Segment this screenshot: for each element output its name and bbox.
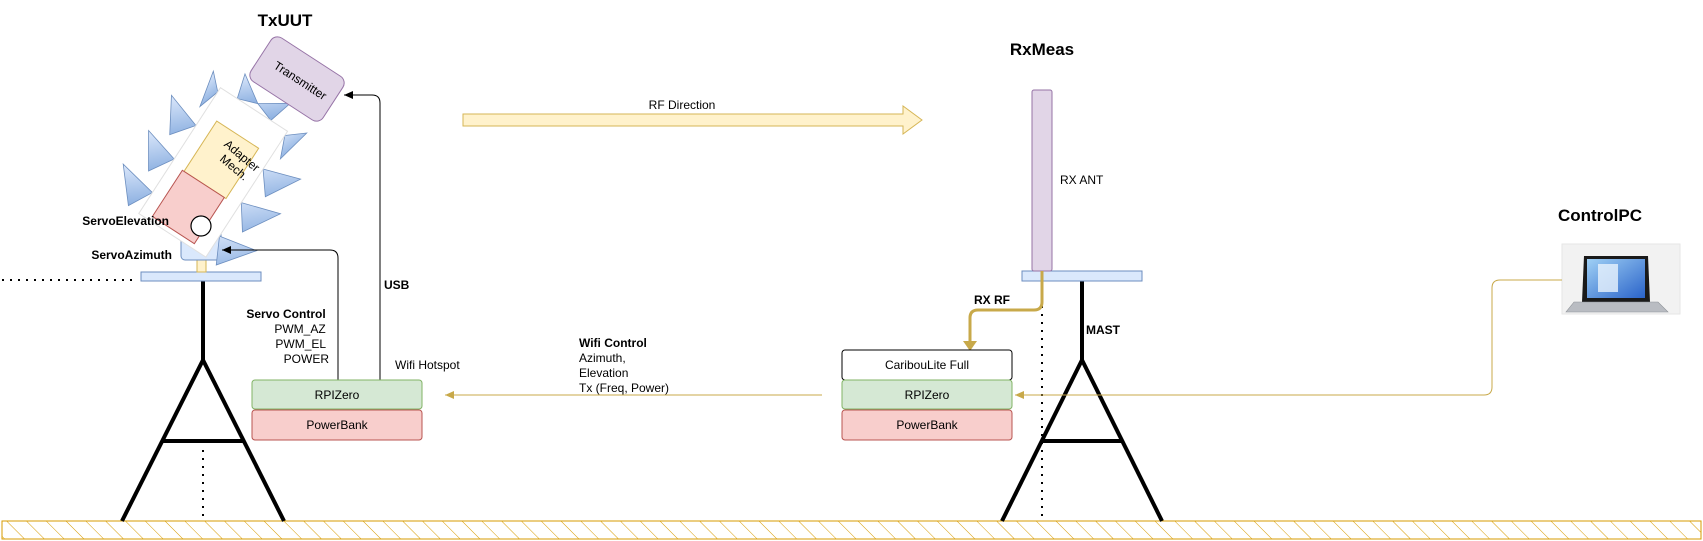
tx-powerbank-label: PowerBank bbox=[306, 418, 368, 432]
rx-antenna bbox=[1031, 89, 1053, 272]
rx-rf-label: RX RF bbox=[974, 293, 1010, 307]
rx-rf-cable bbox=[968, 271, 1044, 345]
azimuth-neck bbox=[196, 259, 207, 273]
tx-rpizero-box bbox=[251, 379, 423, 410]
transmitter-box bbox=[249, 36, 345, 122]
control-pc-line bbox=[1015, 279, 1562, 399]
tx-powerbank-box bbox=[251, 409, 423, 441]
rf-direction-arrow bbox=[462, 105, 923, 135]
tx-tripod bbox=[120, 280, 286, 522]
rx-rpizero-box bbox=[841, 379, 1013, 410]
wifi-control-label: Wifi Control Azimuth, Elevation Tx (Freq… bbox=[579, 336, 669, 395]
usb-label: USB bbox=[384, 278, 410, 292]
rx-title: RxMeas bbox=[1010, 40, 1074, 59]
rf-direction-label: RF Direction bbox=[649, 98, 716, 112]
control-pc-title: ControlPC bbox=[1558, 206, 1642, 225]
usb-line bbox=[344, 91, 381, 380]
cariboulite-label: CaribouLite Full bbox=[885, 358, 969, 372]
tx-head-assembly bbox=[122, 69, 308, 266]
rx-powerbank-box bbox=[841, 409, 1013, 441]
servo-elevation-circle bbox=[190, 215, 212, 237]
servo-control-label: Servo Control PWM_AZ PWM_EL POWER bbox=[246, 307, 329, 366]
tx-title: TxUUT bbox=[258, 11, 313, 30]
rx-powerbank-label: PowerBank bbox=[896, 418, 958, 432]
rx-rpizero-label: RPIZero bbox=[905, 388, 950, 402]
wifi-hotspot-label: Wifi Hotspot bbox=[395, 358, 460, 372]
rx-mount-plate bbox=[1021, 270, 1143, 282]
laptop-icon bbox=[1561, 243, 1681, 315]
servo-control-line bbox=[222, 246, 339, 380]
servo-elevation-label: ServoElevation bbox=[82, 214, 169, 228]
rx-ant-label: RX ANT bbox=[1060, 173, 1104, 187]
mast-label: MAST bbox=[1086, 323, 1121, 337]
rx-rf-arrowhead bbox=[963, 341, 977, 351]
tx-rpizero-label: RPIZero bbox=[315, 388, 360, 402]
servo-azimuth-label: ServoAzimuth bbox=[91, 248, 172, 262]
rx-tripod bbox=[1000, 281, 1164, 522]
tx-mount-plate bbox=[140, 271, 262, 282]
ground-hatch bbox=[1, 520, 1702, 540]
